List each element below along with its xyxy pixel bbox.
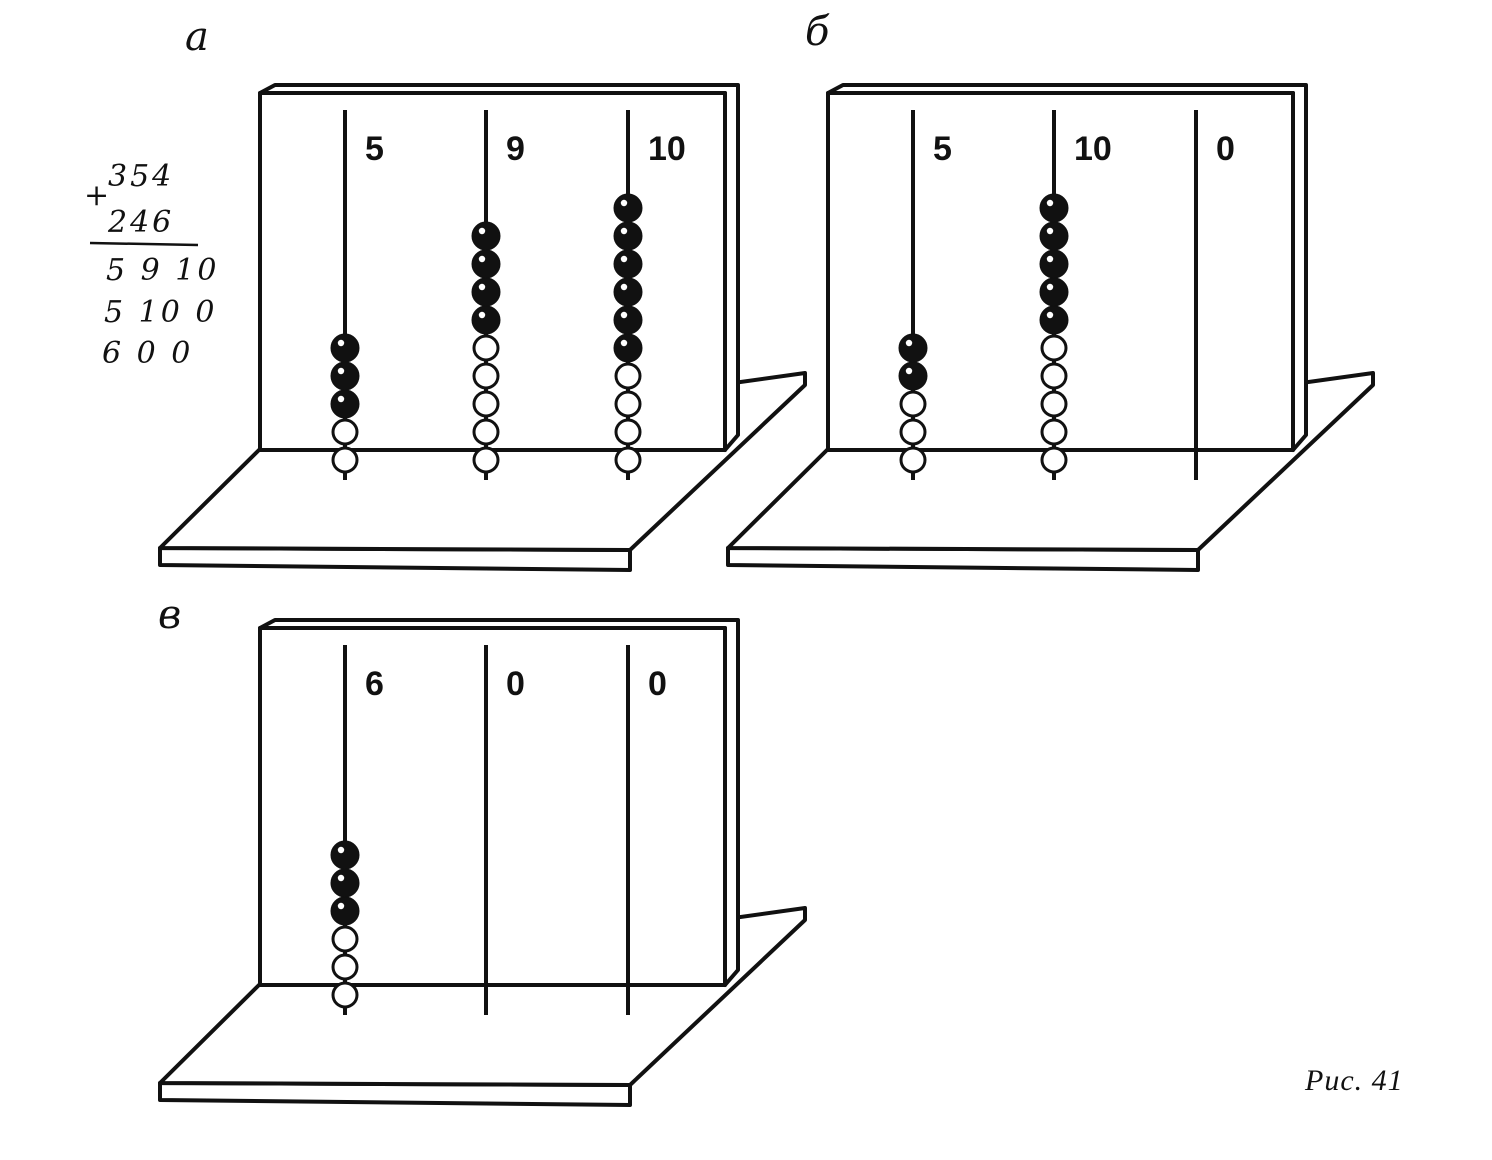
step-1: 5 9 10 [106,253,219,288]
rod-label-2: 10 [1074,130,1112,168]
rod-label-1: 5 [933,130,952,168]
white-bead [472,446,500,474]
black-bead [613,193,643,223]
white-bead [472,334,500,362]
black-bead [1039,305,1069,335]
rod-label-1: 6 [365,665,384,703]
abacus-stand-3: 6 0 0 [158,618,807,1107]
white-bead [614,446,642,474]
black-bead [613,305,643,335]
white-bead [614,390,642,418]
bead-highlight [620,283,628,291]
black-bead [330,361,360,391]
white-bead [331,981,359,1009]
bead-highlight [1046,227,1054,235]
white-bead [472,362,500,390]
black-bead [330,868,360,898]
abacus-stand-1: 5 9 10 [158,83,807,572]
board-face [258,91,727,452]
panel-c-letter: в [158,592,181,638]
black-bead [330,389,360,419]
black-bead [613,333,643,363]
white-bead [472,418,500,446]
white-bead [1040,334,1068,362]
rod-label-1: 5 [365,130,384,168]
abacus-stand-2: 5 10 0 [726,83,1375,572]
black-bead [471,249,501,279]
rod-label-3: 0 [648,665,667,703]
black-bead [471,305,501,335]
bead-highlight [337,367,345,375]
black-bead [1039,221,1069,251]
bead-highlight [1046,199,1054,207]
panel-a-letter: а [185,14,209,60]
bead-highlight [478,311,486,319]
white-bead [614,418,642,446]
bead-highlight [620,227,628,235]
addend-1: 354 [108,159,174,194]
white-bead [331,418,359,446]
step-2: 5 10 0 [104,295,217,330]
black-bead [471,221,501,251]
bead-highlight [1046,283,1054,291]
bead-highlight [620,339,628,347]
black-bead [613,249,643,279]
white-bead [331,925,359,953]
black-bead [471,277,501,307]
bead-highlight [337,902,345,910]
white-bead [1040,446,1068,474]
black-bead [330,333,360,363]
white-bead [899,418,927,446]
black-bead [330,840,360,870]
black-bead [613,277,643,307]
bead-highlight [337,395,345,403]
bead-highlight [478,227,486,235]
plus-sign: + [84,178,112,213]
white-bead [331,953,359,981]
white-bead [331,446,359,474]
bead-highlight [620,199,628,207]
bead-highlight [1046,311,1054,319]
black-bead [898,361,928,391]
white-bead [472,390,500,418]
sum-line [89,241,199,247]
addend-2: 246 [107,205,174,240]
column-addition: + 354 246 5 9 10 5 10 0 6 0 0 [84,159,219,371]
rod-label-3: 10 [648,130,686,168]
bead-highlight [337,339,345,347]
white-bead [1040,362,1068,390]
black-bead [1039,277,1069,307]
bead-highlight [337,874,345,882]
rod-label-2: 9 [506,130,525,168]
white-bead [899,390,927,418]
bead-highlight [337,846,345,854]
black-bead [898,333,928,363]
result: 6 0 0 [102,336,193,371]
black-bead [1039,249,1069,279]
bead-highlight [1046,255,1054,263]
board-face [258,626,727,987]
bead-highlight [620,311,628,319]
figure-caption: Рис. 41 [1304,1064,1404,1097]
white-bead [1040,390,1068,418]
rod-label-3: 0 [1216,130,1235,168]
black-bead [613,221,643,251]
rod-label-2: 0 [506,665,525,703]
bead-highlight [478,283,486,291]
abacus-panels: 5 9 10 5 10 0 6 0 0 [158,83,1375,1107]
panel-b-letter: б [805,9,830,55]
white-bead [899,446,927,474]
white-bead [1040,418,1068,446]
bead-highlight [478,255,486,263]
black-bead [1039,193,1069,223]
bead-highlight [905,367,913,375]
bead-highlight [620,255,628,263]
black-bead [330,896,360,926]
bead-highlight [905,339,913,347]
white-bead [614,362,642,390]
